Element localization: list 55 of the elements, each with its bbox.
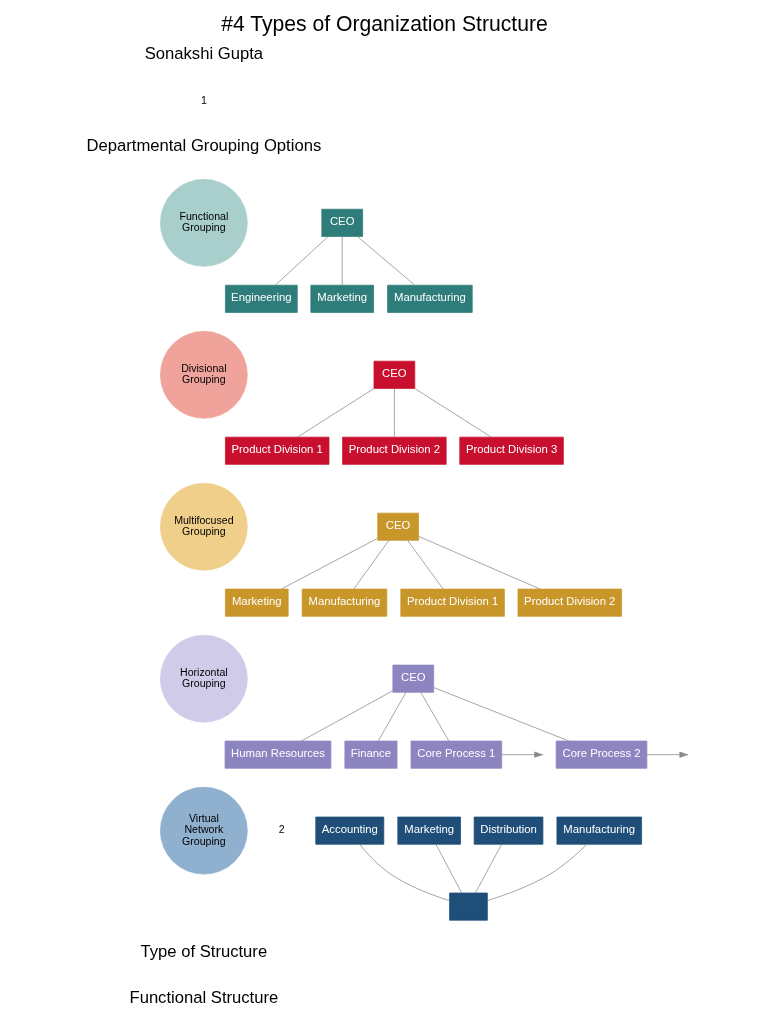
node-box: Manufacturing — [301, 588, 387, 617]
node-circle: Multifocused Grouping — [159, 482, 248, 571]
node-box: CEO — [376, 512, 419, 541]
node-circle: Virtual Network Grouping — [159, 786, 248, 875]
connector — [274, 236, 328, 286]
node-box: Manufacturing — [556, 816, 642, 845]
connector — [356, 236, 415, 286]
node-box: Finance — [344, 740, 397, 769]
connector — [406, 540, 443, 590]
label: Functional Structure — [128, 988, 278, 1008]
connector — [474, 844, 502, 894]
node-box: Manufacturing — [386, 284, 473, 313]
node-box: Engineering — [224, 284, 298, 313]
connector — [377, 692, 406, 742]
node-box: Product Division 2 — [341, 436, 447, 465]
node-circle: Horizontal Grouping — [159, 634, 248, 723]
node-box: Product Division 3 — [458, 436, 564, 465]
node-box: Human Resources — [224, 740, 331, 769]
node-box — [448, 892, 488, 921]
node-box: CEO — [373, 360, 415, 389]
node-box: Product Division 1 — [399, 588, 505, 617]
diagram-title: #4 Types of Organization Structure — [220, 12, 548, 36]
node-box: Core Process 1 — [410, 740, 502, 769]
connector — [435, 844, 462, 894]
node-box: Distribution — [473, 816, 543, 845]
label: Sonakshi Gupta — [144, 43, 263, 63]
connector — [418, 536, 540, 590]
connector — [300, 690, 393, 742]
connector — [486, 843, 587, 901]
arrow — [500, 751, 543, 758]
node-box: CEO — [392, 664, 434, 693]
label: Type of Structure — [140, 941, 267, 961]
connector — [296, 388, 374, 438]
node-box: Marketing — [224, 588, 289, 617]
connector — [419, 692, 449, 742]
connector — [393, 388, 395, 438]
label: 1 — [200, 93, 207, 106]
node-box: Product Division 2 — [517, 588, 622, 617]
node-box: Accounting — [314, 816, 384, 845]
connector — [353, 540, 389, 590]
node-box: Marketing — [396, 816, 461, 845]
node-circle: Divisional Grouping — [159, 330, 248, 419]
arrow — [646, 751, 688, 758]
node-box: CEO — [320, 208, 363, 237]
connector — [358, 844, 450, 901]
connector — [413, 388, 492, 438]
node-circle: Functional Grouping — [159, 179, 248, 267]
label: Departmental Grouping Options — [86, 136, 321, 156]
node-box: Marketing — [309, 284, 374, 313]
connector — [432, 687, 569, 742]
connector — [341, 236, 343, 286]
connector — [280, 537, 378, 590]
node-box: Core Process 2 — [555, 740, 647, 769]
label: 2 — [278, 823, 285, 836]
node-box: Product Division 1 — [224, 436, 329, 465]
